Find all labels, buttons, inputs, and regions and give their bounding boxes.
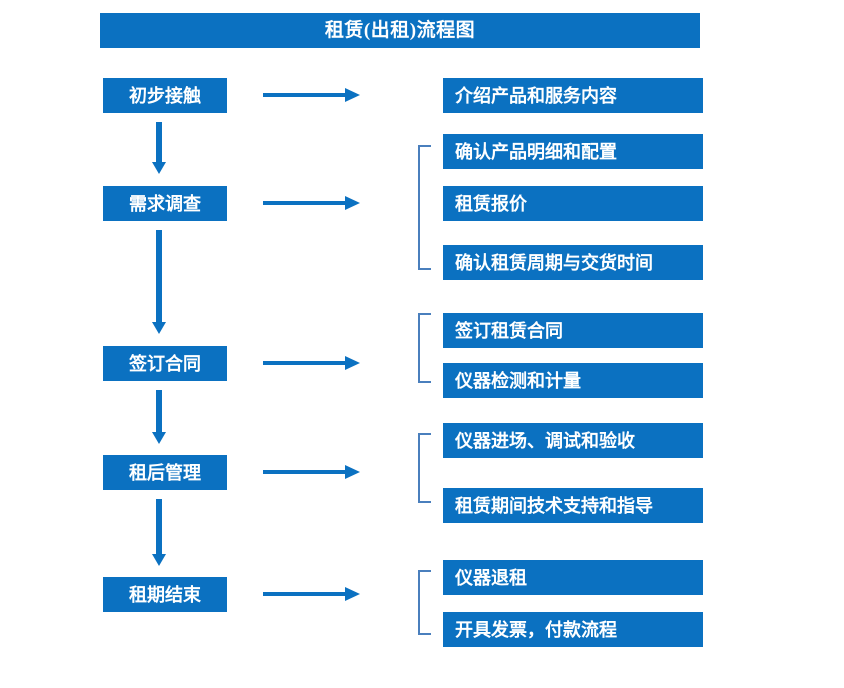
vertical-arrow-3 (152, 390, 166, 444)
horizontal-arrow-1 (263, 88, 360, 102)
horizontal-arrow-2 (263, 196, 360, 210)
arrow-shaft (263, 361, 347, 365)
vertical-arrow-4 (152, 499, 166, 566)
chart-title-banner: 租赁(出租)流程图 (100, 13, 700, 48)
arrow-head-icon (345, 356, 360, 370)
arrow-shaft (156, 499, 162, 554)
arrow-head-icon (345, 196, 360, 210)
group-bracket-2 (418, 145, 431, 270)
detail-label-2-2: 租赁报价 (455, 193, 527, 214)
detail-box-3-1[interactable]: 签订租赁合同 (443, 313, 703, 348)
detail-box-3-2[interactable]: 仪器检测和计量 (443, 363, 703, 398)
arrow-shaft (263, 470, 347, 474)
detail-box-4-1[interactable]: 仪器进场、调试和验收 (443, 423, 703, 458)
horizontal-arrow-4 (263, 465, 360, 479)
detail-label-2-3: 确认租赁周期与交货时间 (455, 252, 653, 273)
detail-label-4-2: 租赁期间技术支持和指导 (455, 495, 653, 516)
arrow-shaft (263, 93, 347, 97)
detail-box-5-2[interactable]: 开具发票，付款流程 (443, 612, 703, 647)
detail-label-4-1: 仪器进场、调试和验收 (455, 430, 635, 451)
stage-label-3: 签订合同 (129, 353, 201, 374)
page-title: 租赁(出租)流程图 (324, 20, 476, 41)
arrow-head-icon (345, 465, 360, 479)
detail-box-2-1[interactable]: 确认产品明细和配置 (443, 134, 703, 169)
arrow-shaft (156, 230, 162, 322)
arrow-head-icon (152, 162, 166, 174)
detail-label-3-1: 签订租赁合同 (455, 320, 563, 341)
stage-box-3[interactable]: 签订合同 (103, 346, 227, 381)
detail-box-2-2[interactable]: 租赁报价 (443, 186, 703, 221)
stage-label-2: 需求调查 (129, 193, 201, 214)
arrow-head-icon (152, 554, 166, 566)
arrow-head-icon (345, 587, 360, 601)
detail-label-1-1: 介绍产品和服务内容 (455, 85, 617, 106)
stage-label-5: 租期结束 (129, 584, 201, 605)
vertical-arrow-1 (152, 122, 166, 174)
arrow-head-icon (345, 88, 360, 102)
detail-label-5-1: 仪器退租 (455, 567, 527, 588)
vertical-arrow-2 (152, 230, 166, 334)
detail-label-3-2: 仪器检测和计量 (455, 370, 581, 391)
detail-label-5-2: 开具发票，付款流程 (455, 619, 617, 640)
group-bracket-5 (418, 570, 431, 635)
group-bracket-4 (418, 433, 431, 503)
stage-box-4[interactable]: 租后管理 (103, 455, 227, 490)
horizontal-arrow-5 (263, 587, 360, 601)
stage-label-4: 租后管理 (129, 462, 201, 483)
stage-box-1[interactable]: 初步接触 (103, 78, 227, 113)
stage-label-1: 初步接触 (129, 85, 201, 106)
arrow-shaft (156, 122, 162, 162)
detail-box-4-2[interactable]: 租赁期间技术支持和指导 (443, 488, 703, 523)
stage-box-2[interactable]: 需求调查 (103, 186, 227, 221)
arrow-shaft (263, 592, 347, 596)
horizontal-arrow-3 (263, 356, 360, 370)
group-bracket-3 (418, 313, 431, 383)
arrow-head-icon (152, 432, 166, 444)
detail-box-5-1[interactable]: 仪器退租 (443, 560, 703, 595)
detail-box-1-1[interactable]: 介绍产品和服务内容 (443, 78, 703, 113)
stage-box-5[interactable]: 租期结束 (103, 577, 227, 612)
detail-label-2-1: 确认产品明细和配置 (455, 141, 617, 162)
detail-box-2-3[interactable]: 确认租赁周期与交货时间 (443, 245, 703, 280)
arrow-shaft (263, 201, 347, 205)
arrow-head-icon (152, 322, 166, 334)
arrow-shaft (156, 390, 162, 432)
